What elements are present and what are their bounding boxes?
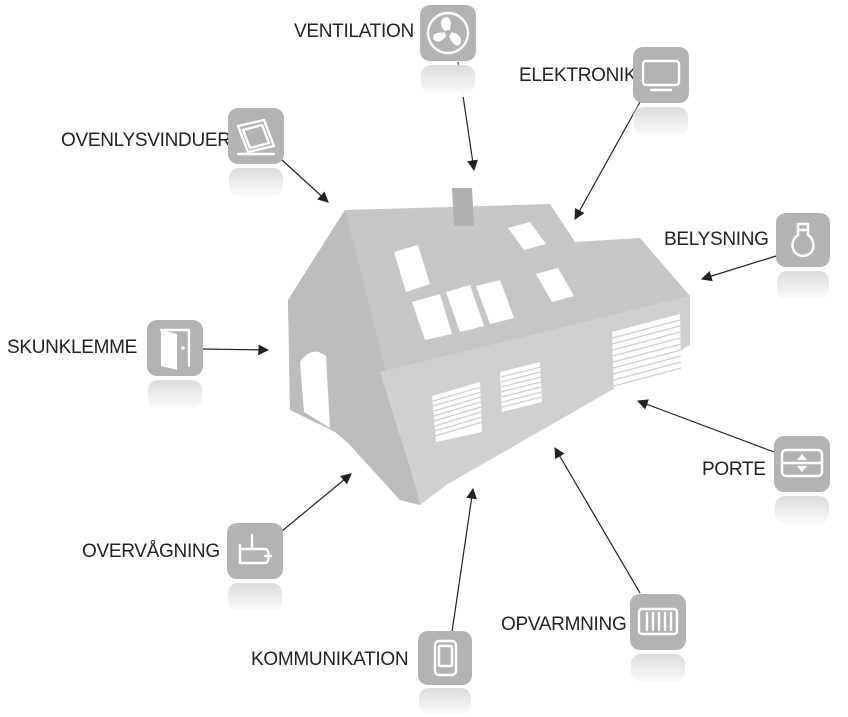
belysning-item: BELYSNING (664, 213, 830, 303)
porte-label: PORTE (702, 459, 766, 480)
arrow-opvarmning (554, 447, 641, 594)
ventilation-label: VENTILATION (294, 21, 414, 42)
arrow-belysning (700, 255, 777, 282)
camera-icon (238, 533, 273, 565)
ovenlysvinduer-item: OVENLYSVINDUER (61, 108, 284, 200)
arrow-porte (636, 399, 775, 453)
phone-icon (433, 639, 458, 677)
gable-door (300, 351, 330, 428)
opvarmning-label: OPVARMNING (501, 614, 626, 635)
porte-item: PORTE (702, 436, 830, 528)
tv-icon (641, 59, 681, 92)
arrow-ovenlysvinduer (281, 159, 329, 203)
belysning-label: BELYSNING (664, 229, 769, 250)
skunklemme-item: SKUNKLEMME (7, 320, 203, 412)
garage-doors (432, 314, 682, 442)
radiator-icon (637, 607, 679, 636)
arrow-overvaagning (281, 473, 352, 532)
arrows (202, 61, 777, 633)
elektronik-label: ELEKTRONIK (519, 65, 637, 86)
opvarmning-item: OPVARMNING (501, 594, 686, 686)
door-icon (159, 328, 191, 370)
house (288, 188, 690, 505)
kommunikation-label: KOMMUNIKATION (251, 649, 408, 670)
overvaagning-label: OVERVÅGNING (82, 541, 220, 562)
fan-icon (426, 11, 470, 55)
kommunikation-item: KOMMUNIKATION (251, 631, 472, 717)
skylight-icon (236, 118, 276, 156)
ventilation-item: VENTILATION (294, 5, 476, 97)
arrow-elektronik (574, 101, 641, 220)
elektronik-item: ELEKTRONIK (519, 47, 689, 139)
chimney (452, 188, 474, 226)
arrow-skunklemme (202, 344, 270, 356)
skylights (394, 222, 574, 340)
ovenlysvinduer-label: OVENLYSVINDUER (61, 130, 231, 151)
skunklemme-label: SKUNKLEMME (7, 337, 137, 358)
overvaagning-item: OVERVÅGNING (82, 523, 283, 615)
lightbulb-icon (791, 222, 815, 258)
garage-door-icon (780, 448, 824, 478)
arrow-kommunikation (451, 487, 477, 633)
